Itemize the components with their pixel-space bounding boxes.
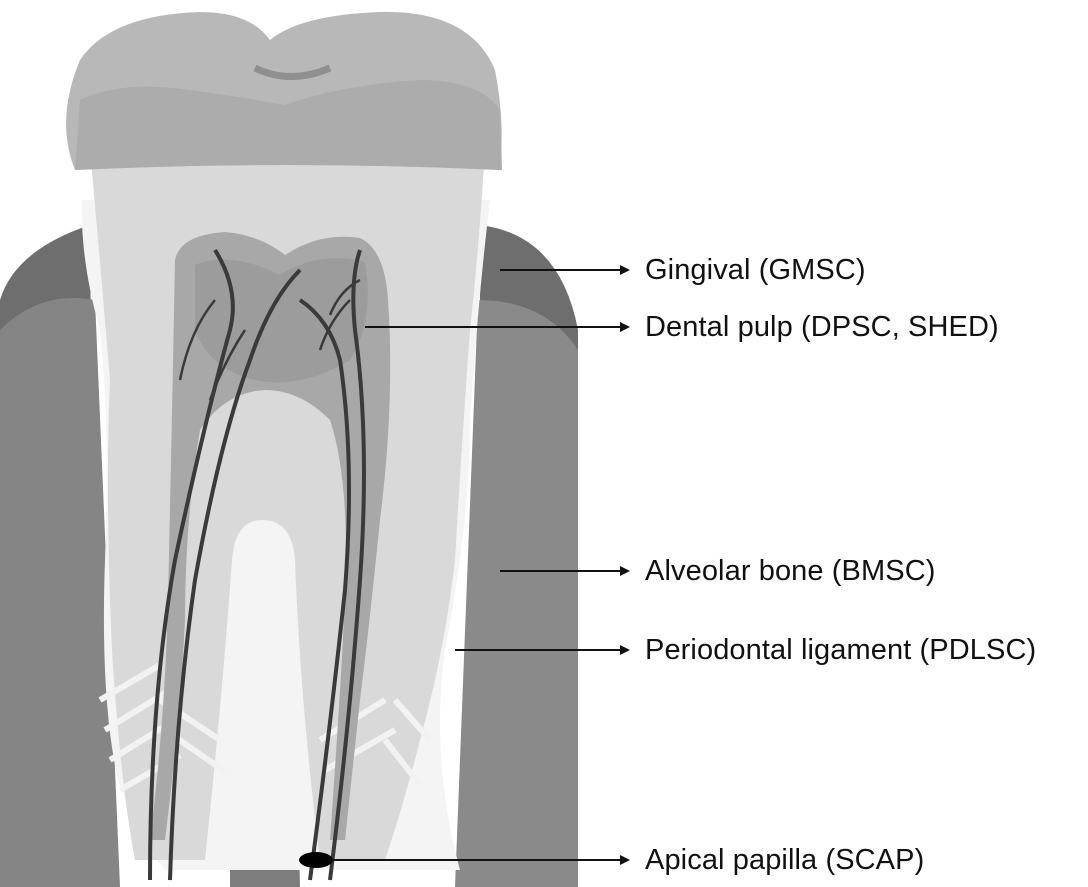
nerve-bundle <box>148 248 366 881</box>
pulp-chamber <box>150 232 391 840</box>
label-alveolar-bone: Alveolar bone (BMSC) <box>645 555 936 587</box>
alveolar-bone-right <box>455 300 578 887</box>
crown-shadow <box>75 80 502 170</box>
label-dental-pulp: Dental pulp (DPSC, SHED) <box>645 311 999 343</box>
callout-arrows <box>330 265 630 865</box>
occlusal-groove <box>253 64 332 80</box>
label-gingival: Gingival (GMSC) <box>645 254 866 286</box>
alveolar-bone <box>0 298 120 887</box>
label-periodontal-ligament: Periodontal ligament (PDLSC) <box>645 634 1037 666</box>
label-apical-papilla: Apical papilla (SCAP) <box>645 844 925 876</box>
pulp-horn-shading <box>195 258 368 383</box>
apical-papilla-marker <box>299 852 333 868</box>
